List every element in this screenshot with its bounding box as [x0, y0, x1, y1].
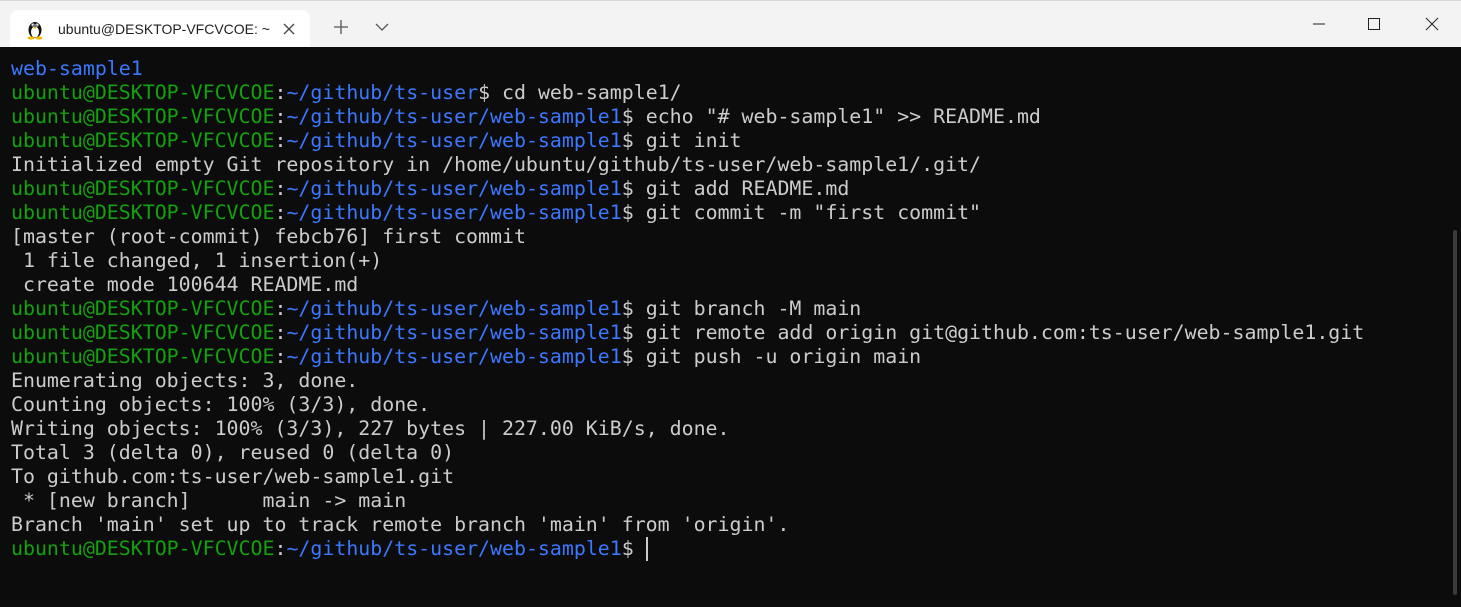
output-line: create mode 100644 README.md — [11, 273, 1461, 297]
command-text: git push -u origin main — [633, 345, 922, 368]
tab-ubuntu[interactable]: ubuntu@DESKTOP-VFCVCOE: ~ — [10, 10, 310, 48]
command-text: git commit -m "first commit" — [633, 201, 982, 224]
prompt-separator: : — [274, 105, 287, 128]
prompt-user: ubuntu@DESKTOP-VFCVCOE — [11, 201, 275, 224]
prompt-user: ubuntu@DESKTOP-VFCVCOE — [11, 81, 275, 104]
prompt-user: ubuntu@DESKTOP-VFCVCOE — [11, 177, 275, 200]
minimize-icon — [1313, 23, 1325, 25]
prompt-line: ubuntu@DESKTOP-VFCVCOE:~/github/ts-user/… — [11, 321, 1461, 345]
tab-title: ubuntu@DESKTOP-VFCVCOE: ~ — [58, 21, 270, 37]
output-line: Enumerating objects: 3, done. — [11, 369, 1461, 393]
new-tab-button[interactable] — [324, 10, 358, 44]
prompt-line: ubuntu@DESKTOP-VFCVCOE:~/github/ts-user/… — [11, 345, 1461, 369]
path-line: web-sample1 — [11, 57, 1461, 81]
scrollbar[interactable] — [1453, 230, 1457, 595]
prompt-symbol: $ — [621, 129, 634, 152]
tux-linux-icon — [24, 18, 46, 40]
output-text: 1 file changed, 1 insertion(+) — [11, 249, 383, 272]
prompt-path: ~/github/ts-user — [286, 81, 479, 104]
prompt-symbol: $ — [621, 105, 634, 128]
prompt-separator: : — [274, 345, 287, 368]
command-text: git remote add origin git@github.com:ts-… — [633, 321, 1365, 344]
command-text: git branch -M main — [633, 297, 862, 320]
text-cursor — [645, 537, 648, 561]
close-button[interactable] — [1403, 1, 1461, 47]
prompt-symbol: $ — [621, 297, 634, 320]
close-icon — [1425, 17, 1439, 31]
output-text: Branch 'main' set up to track remote bra… — [11, 513, 790, 536]
tab-close-icon[interactable] — [282, 22, 296, 36]
maximize-button[interactable] — [1345, 1, 1403, 47]
output-text: create mode 100644 README.md — [11, 273, 359, 296]
output-line: Branch 'main' set up to track remote bra… — [11, 513, 1461, 537]
prompt-line: ubuntu@DESKTOP-VFCVCOE:~/github/ts-user/… — [11, 201, 1461, 225]
prompt-user: ubuntu@DESKTOP-VFCVCOE — [11, 297, 275, 320]
prompt-user: ubuntu@DESKTOP-VFCVCOE — [11, 129, 275, 152]
prompt-separator: : — [274, 81, 287, 104]
prompt-path: ~/github/ts-user/web-sample1 — [286, 201, 622, 224]
prompt-separator: : — [274, 321, 287, 344]
plus-icon — [334, 20, 348, 34]
prompt-symbol: $ — [621, 321, 634, 344]
output-line: [master (root-commit) febcb76] first com… — [11, 225, 1461, 249]
output-line: Total 3 (delta 0), reused 0 (delta 0) — [11, 441, 1461, 465]
maximize-icon — [1368, 18, 1380, 30]
prompt-user: ubuntu@DESKTOP-VFCVCOE — [11, 105, 275, 128]
prompt-user: ubuntu@DESKTOP-VFCVCOE — [11, 537, 275, 560]
prompt-symbol: $ — [478, 81, 491, 104]
command-text: git add README.md — [633, 177, 850, 200]
directory-text: web-sample1 — [11, 57, 143, 80]
prompt-line: ubuntu@DESKTOP-VFCVCOE:~/github/ts-user/… — [11, 537, 1461, 561]
command-text: cd web-sample1/ — [490, 81, 682, 104]
output-line: To github.com:ts-user/web-sample1.git — [11, 465, 1461, 489]
prompt-separator: : — [274, 177, 287, 200]
output-text: Total 3 (delta 0), reused 0 (delta 0) — [11, 441, 455, 464]
prompt-path: ~/github/ts-user/web-sample1 — [286, 105, 622, 128]
prompt-line: ubuntu@DESKTOP-VFCVCOE:~/github/ts-user/… — [11, 297, 1461, 321]
prompt-path: ~/github/ts-user/web-sample1 — [286, 297, 622, 320]
prompt-symbol: $ — [621, 177, 634, 200]
tab-dropdown-button[interactable] — [365, 10, 399, 44]
output-text: Writing objects: 100% (3/3), 227 bytes |… — [11, 417, 730, 440]
minimize-button[interactable] — [1290, 1, 1348, 47]
output-text: Initialized empty Git repository in /hom… — [11, 153, 981, 176]
output-line: 1 file changed, 1 insertion(+) — [11, 249, 1461, 273]
prompt-symbol: $ — [621, 345, 634, 368]
prompt-separator: : — [274, 537, 287, 560]
output-line: Counting objects: 100% (3/3), done. — [11, 393, 1461, 417]
output-text: To github.com:ts-user/web-sample1.git — [11, 465, 455, 488]
prompt-user: ubuntu@DESKTOP-VFCVCOE — [11, 321, 275, 344]
output-line: Writing objects: 100% (3/3), 227 bytes |… — [11, 417, 1461, 441]
prompt-line: ubuntu@DESKTOP-VFCVCOE:~/github/ts-user/… — [11, 177, 1461, 201]
prompt-path: ~/github/ts-user/web-sample1 — [286, 321, 622, 344]
prompt-line: ubuntu@DESKTOP-VFCVCOE:~/github/ts-user/… — [11, 129, 1461, 153]
prompt-symbol: $ — [621, 537, 634, 560]
output-text: [master (root-commit) febcb76] first com… — [11, 225, 526, 248]
command-text: git init — [633, 129, 742, 152]
prompt-user: ubuntu@DESKTOP-VFCVCOE — [11, 345, 275, 368]
prompt-line: ubuntu@DESKTOP-VFCVCOE:~/github/ts-user$… — [11, 81, 1461, 105]
prompt-path: ~/github/ts-user/web-sample1 — [286, 177, 622, 200]
output-line: * [new branch] main -> main — [11, 489, 1461, 513]
chevron-down-icon — [375, 23, 389, 31]
prompt-path: ~/github/ts-user/web-sample1 — [286, 537, 622, 560]
output-text: Counting objects: 100% (3/3), done. — [11, 393, 431, 416]
prompt-separator: : — [274, 297, 287, 320]
prompt-separator: : — [274, 201, 287, 224]
prompt-line: ubuntu@DESKTOP-VFCVCOE:~/github/ts-user/… — [11, 105, 1461, 129]
command-text: echo "# web-sample1" >> README.md — [633, 105, 1041, 128]
prompt-path: ~/github/ts-user/web-sample1 — [286, 345, 622, 368]
command-text — [634, 537, 646, 560]
title-bar: ubuntu@DESKTOP-VFCVCOE: ~ — [0, 0, 1461, 48]
prompt-path: ~/github/ts-user/web-sample1 — [286, 129, 622, 152]
prompt-symbol: $ — [621, 201, 634, 224]
output-line: Initialized empty Git repository in /hom… — [11, 153, 1461, 177]
output-text: Enumerating objects: 3, done. — [11, 369, 359, 392]
output-text: * [new branch] main -> main — [11, 489, 407, 512]
prompt-separator: : — [274, 129, 287, 152]
